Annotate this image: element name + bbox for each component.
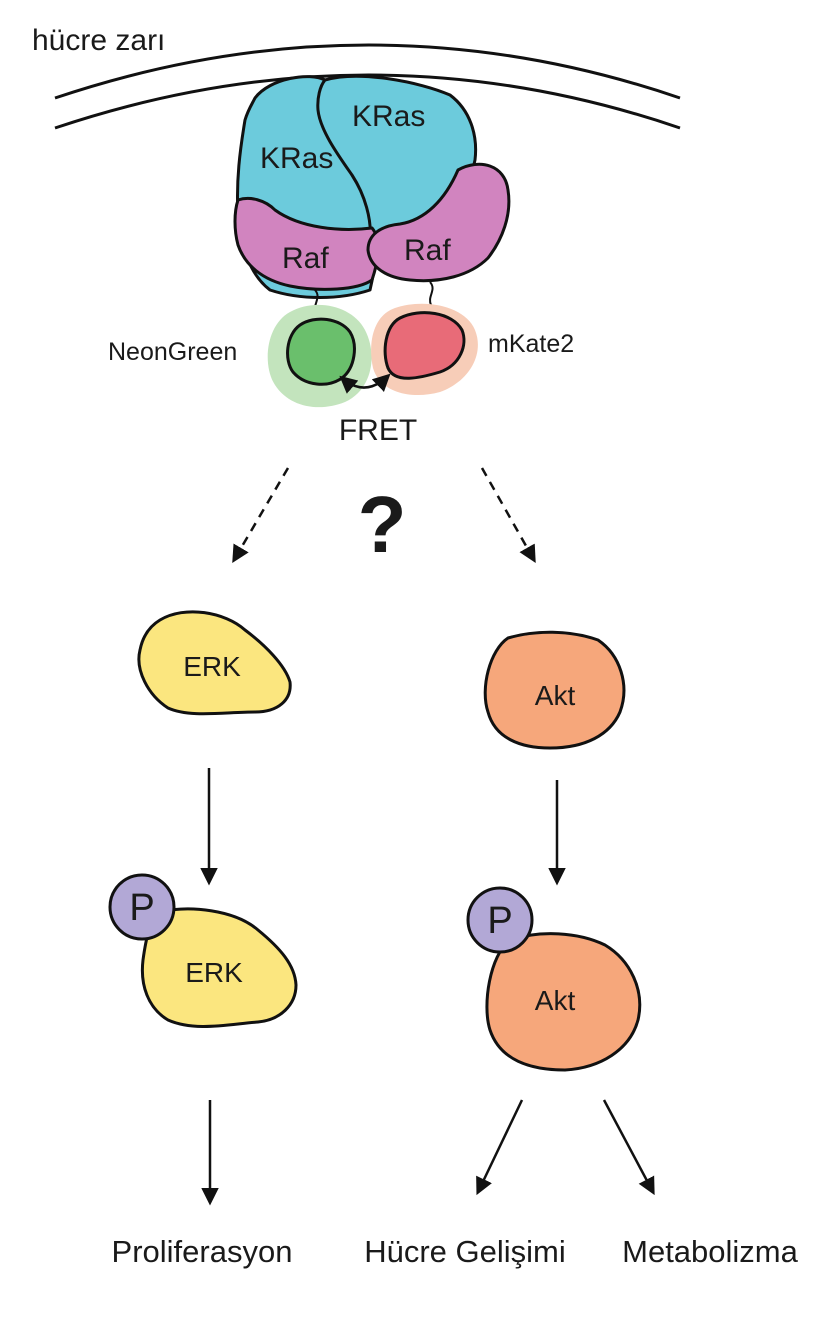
- membrane-label: hücre zarı: [32, 24, 165, 57]
- raf-left-label: Raf: [282, 242, 329, 275]
- erk-protein: [137, 610, 292, 716]
- neongreen-label: NeonGreen: [108, 338, 237, 366]
- akt-protein: [483, 630, 626, 750]
- linker-right: [429, 281, 434, 306]
- raf-left-protein: [233, 196, 380, 291]
- phosphate-akt-circle: [466, 886, 534, 954]
- mkate2-label: mKate2: [488, 330, 574, 358]
- phosphate-akt-label: P: [487, 900, 512, 942]
- phosphate-erk-circle: [108, 873, 176, 941]
- akt-label: Akt: [535, 680, 576, 711]
- cell-membrane: [54, 43, 681, 130]
- arrow-to-cell-growth: [476, 1099, 524, 1196]
- arrow-to-metabolism: [602, 1099, 655, 1196]
- phosphate-erk-label: P: [129, 887, 154, 929]
- mkate2-fluorophore: [383, 311, 466, 380]
- raf-right-label: Raf: [404, 234, 451, 267]
- fret-label: FRET: [339, 414, 417, 447]
- phospho-erk-protein: [140, 907, 298, 1028]
- dashed-arrow-to-akt: [480, 467, 536, 564]
- dashed-arrow-to-erk: [232, 467, 290, 564]
- erk-label: ERK: [183, 651, 241, 682]
- fret-arrow: [339, 373, 391, 394]
- phospho-akt-protein: [485, 932, 642, 1072]
- outcome-proliferation: Proliferasyon: [112, 1234, 293, 1269]
- outcome-cell-growth: Hücre Gelişimi: [364, 1234, 566, 1269]
- phospho-erk-label: ERK: [185, 957, 243, 988]
- question-mark: ?: [358, 480, 407, 569]
- phospho-akt-label: Akt: [535, 985, 576, 1016]
- kras-left-label: KRas: [260, 142, 333, 175]
- kras-right-label: KRas: [352, 100, 425, 133]
- outcome-metabolism: Metabolizma: [622, 1234, 798, 1269]
- neongreen-fluorophore: [286, 317, 356, 386]
- raf-right-protein: [366, 162, 511, 283]
